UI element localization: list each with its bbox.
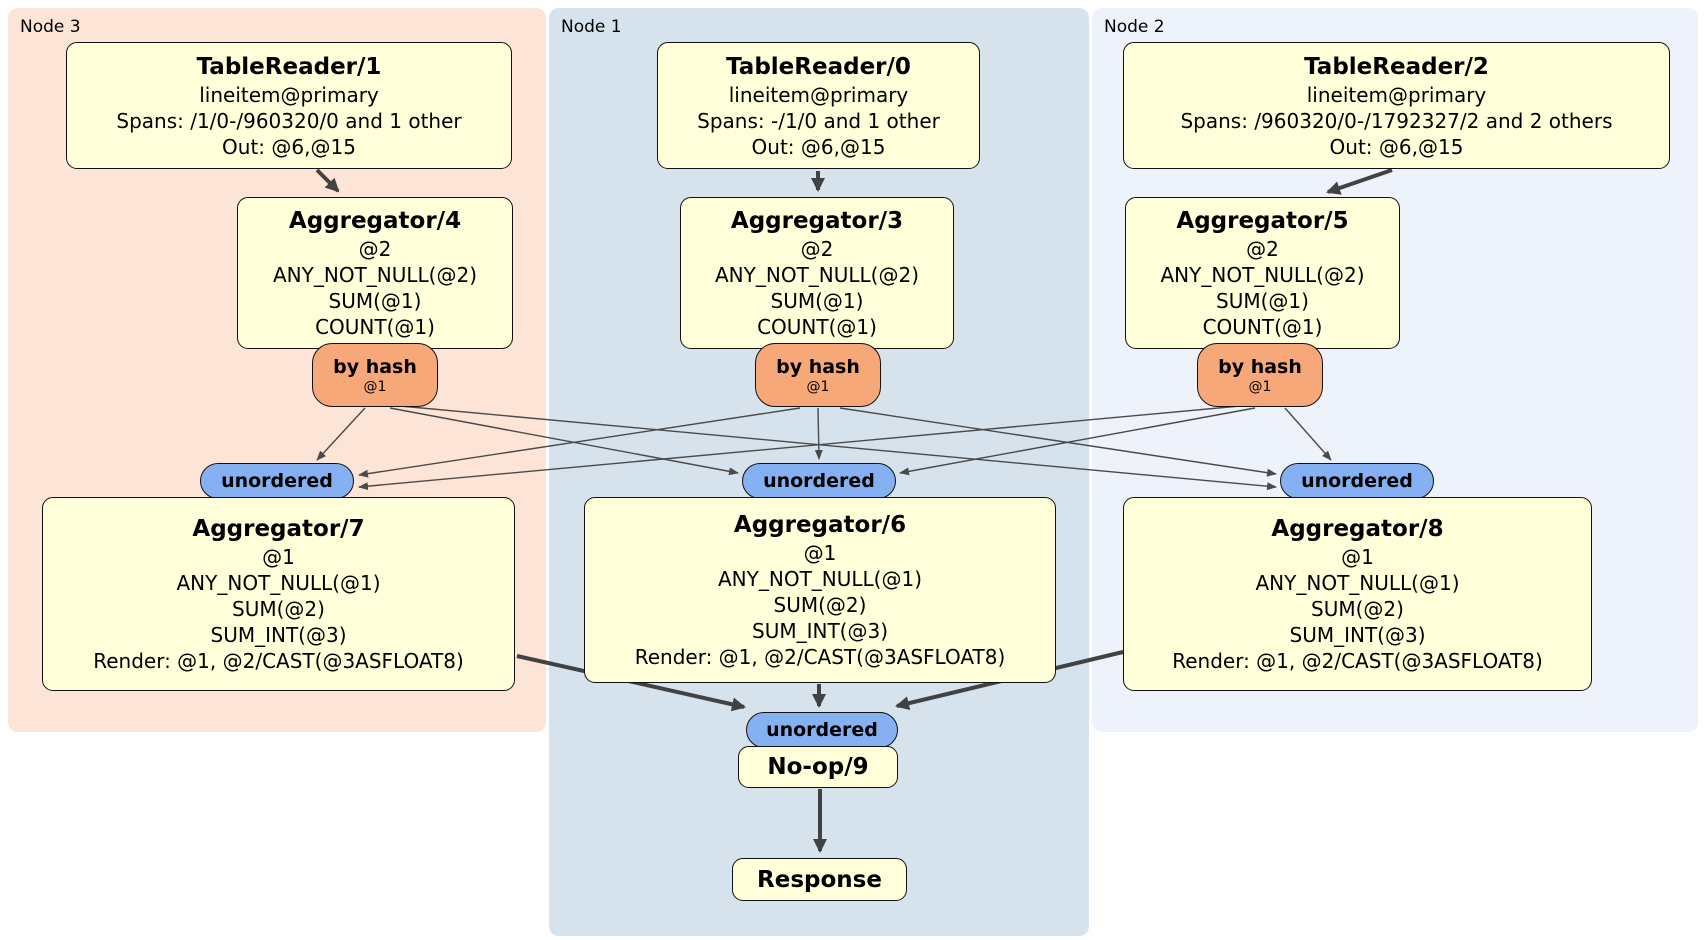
panel-node-1-label: Node 1 (561, 17, 622, 37)
node-title: Aggregator/4 (288, 208, 462, 234)
node-detail: Out: @6,@15 (222, 134, 356, 159)
node-detail: SUM_INT(@3) (752, 619, 888, 643)
router-by-hash-aggregator4: by hash @1 (312, 343, 438, 407)
node-detail: @1 (1341, 545, 1374, 569)
node-detail: SUM(@2) (232, 597, 325, 621)
node-box-tablereader-2: TableReader/2 lineitem@primary Spans: /9… (1123, 42, 1670, 169)
node-detail: lineitem@primary (728, 82, 909, 107)
sync-label: unordered (763, 470, 875, 492)
node-title: Aggregator/3 (730, 208, 904, 234)
router-by-hash-aggregator3: by hash @1 (755, 343, 881, 407)
node-detail: ANY_NOT_NULL(@2) (273, 263, 477, 287)
node-detail: Spans: -/1/0 and 1 other (697, 108, 940, 133)
node-detail: SUM(@1) (328, 289, 422, 313)
node-detail: ANY_NOT_NULL(@2) (715, 263, 919, 287)
node-detail: COUNT(@1) (315, 315, 435, 339)
node-detail: ANY_NOT_NULL(@1) (718, 567, 922, 591)
panel-node-2-label: Node 2 (1104, 17, 1165, 37)
node-detail: Render: @1, @2/CAST(@3ASFLOAT8) (634, 645, 1006, 669)
sync-label: unordered (766, 719, 878, 741)
node-detail: ANY_NOT_NULL(@1) (1255, 571, 1460, 595)
node-detail: lineitem@primary (1306, 82, 1487, 107)
router-label: by hash (776, 356, 860, 378)
sync-label: unordered (221, 470, 333, 492)
node-title: No-op/9 (767, 754, 869, 780)
router-by-hash-aggregator5: by hash @1 (1197, 343, 1323, 407)
node-detail: @2 (358, 237, 392, 261)
sync-unordered-aggregator8: unordered (1280, 463, 1434, 499)
node-detail: SUM(@2) (773, 593, 867, 617)
router-hash-key: @1 (363, 379, 387, 395)
sync-label: unordered (1301, 470, 1413, 492)
router-hash-key: @1 (806, 379, 830, 395)
node-box-aggregator-4: Aggregator/4 @2 ANY_NOT_NULL(@2) SUM(@1)… (237, 197, 513, 349)
node-title: TableReader/1 (196, 53, 382, 80)
node-box-aggregator-5: Aggregator/5 @2 ANY_NOT_NULL(@2) SUM(@1)… (1125, 197, 1400, 349)
node-detail: Spans: /1/0-/960320/0 and 1 other (116, 108, 462, 133)
node-title: Aggregator/7 (192, 516, 365, 542)
node-detail: SUM(@2) (1311, 597, 1404, 621)
node-title: Aggregator/8 (1271, 516, 1444, 542)
router-hash-key: @1 (1248, 379, 1272, 395)
node-detail: @2 (1246, 237, 1279, 261)
node-detail: @2 (800, 237, 834, 261)
node-detail: COUNT(@1) (757, 315, 877, 339)
node-box-tablereader-0: TableReader/0 lineitem@primary Spans: -/… (657, 42, 980, 169)
node-detail: Render: @1, @2/CAST(@3ASFLOAT8) (93, 649, 464, 673)
node-detail: SUM(@1) (770, 289, 864, 313)
router-label: by hash (333, 356, 417, 378)
node-box-aggregator-6: Aggregator/6 @1 ANY_NOT_NULL(@1) SUM(@2)… (584, 497, 1056, 683)
node-detail: SUM_INT(@3) (1289, 623, 1426, 647)
node-title: Response (757, 866, 882, 893)
router-label: by hash (1218, 356, 1302, 378)
node-detail: ANY_NOT_NULL(@2) (1160, 263, 1365, 287)
sync-unordered-aggregator6: unordered (742, 463, 896, 499)
node-box-response: Response (732, 858, 907, 901)
node-detail: @1 (803, 541, 837, 565)
sync-unordered-aggregator7: unordered (200, 463, 354, 499)
node-detail: COUNT(@1) (1202, 315, 1323, 339)
node-detail: Out: @6,@15 (1329, 134, 1464, 159)
node-detail: SUM_INT(@3) (210, 623, 347, 647)
node-box-noop-9: No-op/9 (738, 746, 898, 788)
panel-node-3-label: Node 3 (20, 17, 81, 37)
node-detail: Render: @1, @2/CAST(@3ASFLOAT8) (1172, 649, 1543, 673)
node-detail: lineitem@primary (199, 82, 379, 107)
node-title: Aggregator/6 (733, 512, 907, 538)
node-title: TableReader/2 (1304, 53, 1489, 80)
node-detail: ANY_NOT_NULL(@1) (176, 571, 381, 595)
node-title: Aggregator/5 (1176, 208, 1349, 234)
node-box-aggregator-8: Aggregator/8 @1 ANY_NOT_NULL(@1) SUM(@2)… (1123, 497, 1592, 691)
node-detail: Out: @6,@15 (751, 134, 886, 159)
node-detail: Spans: /960320/0-/1792327/2 and 2 others (1180, 108, 1613, 133)
sync-unordered-final: unordered (746, 712, 898, 748)
node-box-tablereader-1: TableReader/1 lineitem@primary Spans: /1… (66, 42, 512, 169)
node-box-aggregator-3: Aggregator/3 @2 ANY_NOT_NULL(@2) SUM(@1)… (680, 197, 954, 349)
node-detail: SUM(@1) (1216, 289, 1309, 313)
node-box-aggregator-7: Aggregator/7 @1 ANY_NOT_NULL(@1) SUM(@2)… (42, 497, 515, 691)
node-title: TableReader/0 (726, 53, 911, 80)
node-detail: @1 (262, 545, 295, 569)
